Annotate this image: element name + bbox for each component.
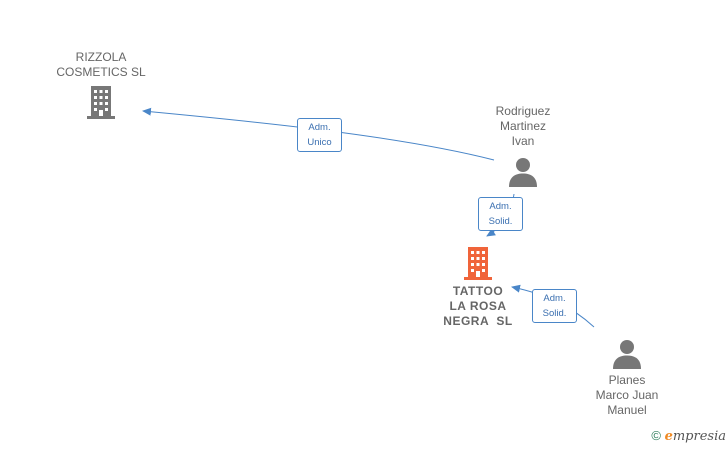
node-label: RIZZOLA COSMETICS SL	[40, 50, 162, 80]
empresia-watermark: © empresia	[651, 428, 726, 444]
edge-label-line: Adm.	[543, 293, 566, 304]
building-icon	[464, 247, 492, 280]
edge-label-line: Unico	[307, 137, 332, 148]
node-label-line: Rodriguez	[495, 104, 551, 118]
node-label: Rodriguez Martinez Ivan	[473, 104, 573, 149]
building-icon	[87, 86, 115, 119]
copyright-icon: ©	[651, 428, 661, 443]
person-icon	[509, 158, 537, 187]
node-label-line: NEGRA SL	[443, 314, 513, 328]
brand-rest: mpresia	[672, 429, 726, 444]
node-rizzola-cosmetics[interactable]: RIZZOLA COSMETICS SL	[40, 50, 162, 120]
node-tattoo-la-rosa-negra[interactable]: TATTOO LA ROSA NEGRA SL	[428, 245, 528, 329]
node-label-line: Manuel	[607, 403, 647, 417]
node-label-line: Planes	[608, 373, 646, 387]
node-label-line: Ivan	[511, 134, 535, 148]
node-rodriguez-martinez-ivan[interactable]: Rodriguez Martinez Ivan	[473, 104, 573, 188]
edge-label-adm-solid-rodriguez[interactable]: Adm. Solid.	[478, 197, 523, 231]
edge-label-adm-solid-planes[interactable]: Adm. Solid.	[532, 289, 577, 323]
node-label-line: Marco Juan	[595, 388, 659, 402]
node-planes-marco-juan-manuel[interactable]: Planes Marco Juan Manuel	[577, 338, 677, 418]
empresia-logo: empresia	[665, 429, 726, 444]
edge-label-line: Solid.	[542, 308, 567, 319]
edge-label-adm-unico[interactable]: Adm. Unico	[297, 118, 342, 152]
brand-initial: e	[664, 429, 673, 444]
node-label-line: TATTOO	[452, 284, 504, 298]
person-icon	[613, 340, 641, 369]
edge-label-line: Adm.	[489, 201, 512, 212]
edge-label-line: Adm.	[308, 122, 331, 133]
node-label: Planes Marco Juan Manuel	[577, 373, 677, 418]
node-label: TATTOO LA ROSA NEGRA SL	[428, 284, 528, 329]
node-label-line: COSMETICS SL	[56, 65, 146, 79]
node-label-line: RIZZOLA	[75, 50, 127, 64]
edge-label-line: Solid.	[488, 216, 513, 227]
node-label-line: Martinez	[499, 119, 546, 133]
node-label-line: LA ROSA	[449, 299, 507, 313]
